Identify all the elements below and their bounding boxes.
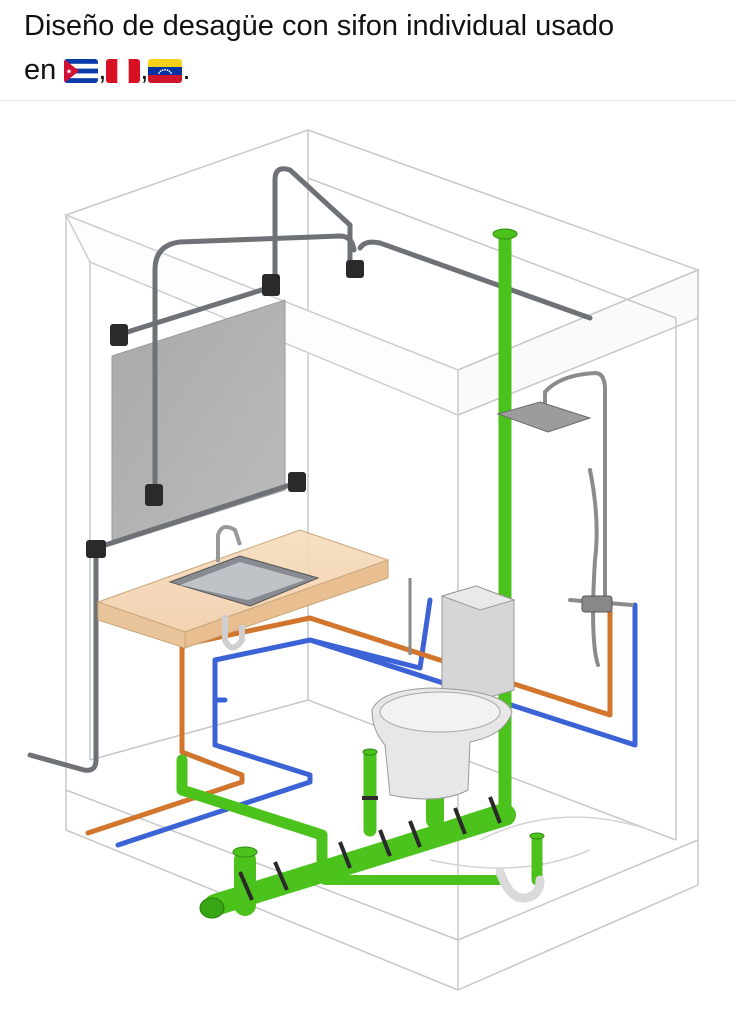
peru-flag-icon [106, 59, 141, 84]
separator-3: . [182, 54, 191, 86]
cold-water-pipes [115, 597, 638, 848]
faucet [216, 524, 242, 562]
plumbing-diagram [0, 101, 736, 1019]
toilet-stub-cap [362, 748, 378, 756]
venezuela-flag-icon [148, 59, 183, 84]
electrical-boxes [86, 260, 364, 558]
separator-2: , [140, 54, 149, 86]
post-header: Diseño de desagüe con sifon individual u… [0, 0, 736, 100]
drain-fittings [238, 796, 502, 901]
separator-1: , [98, 54, 107, 86]
caption-line-1: Diseño de desagüe con sifon individual u… [24, 10, 615, 42]
shower-mixer [581, 595, 613, 613]
vent-cap [492, 228, 518, 240]
mirror [111, 299, 286, 546]
floor-drain-cap [232, 846, 258, 858]
caption-line-2-prefix: en [24, 54, 65, 86]
electrical-conduits [27, 166, 593, 773]
header-divider [0, 100, 736, 101]
hot-water-pipes [85, 609, 613, 836]
sink-trap [222, 615, 245, 651]
p-trap [495, 867, 545, 903]
drain-open-end [199, 897, 225, 919]
shower-head [496, 401, 592, 433]
toilet [371, 585, 516, 800]
shower-drain-cap [529, 832, 545, 840]
post-caption: Diseño de desagüe con sifon individual u… [24, 4, 724, 92]
shower-tray-outline [429, 816, 651, 869]
cuba-flag-icon [64, 59, 99, 84]
